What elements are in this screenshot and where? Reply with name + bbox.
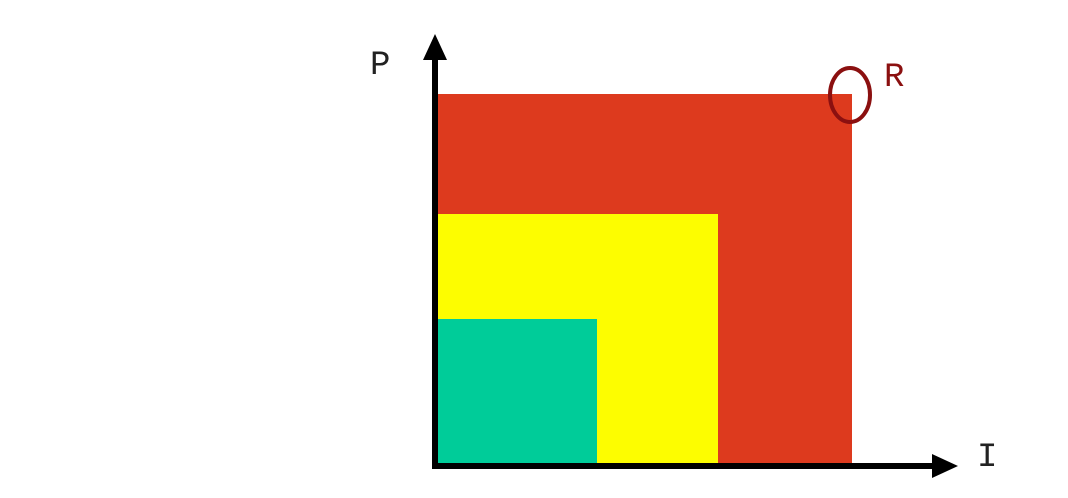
marker-label: R bbox=[884, 59, 904, 97]
y-axis-arrowhead-icon bbox=[423, 34, 447, 60]
x-axis-arrowhead-icon bbox=[932, 454, 958, 478]
marker-circle-icon bbox=[828, 66, 872, 124]
y-axis-label: P bbox=[370, 47, 390, 85]
x-axis-label: I bbox=[977, 439, 997, 477]
inner-region bbox=[436, 319, 597, 466]
